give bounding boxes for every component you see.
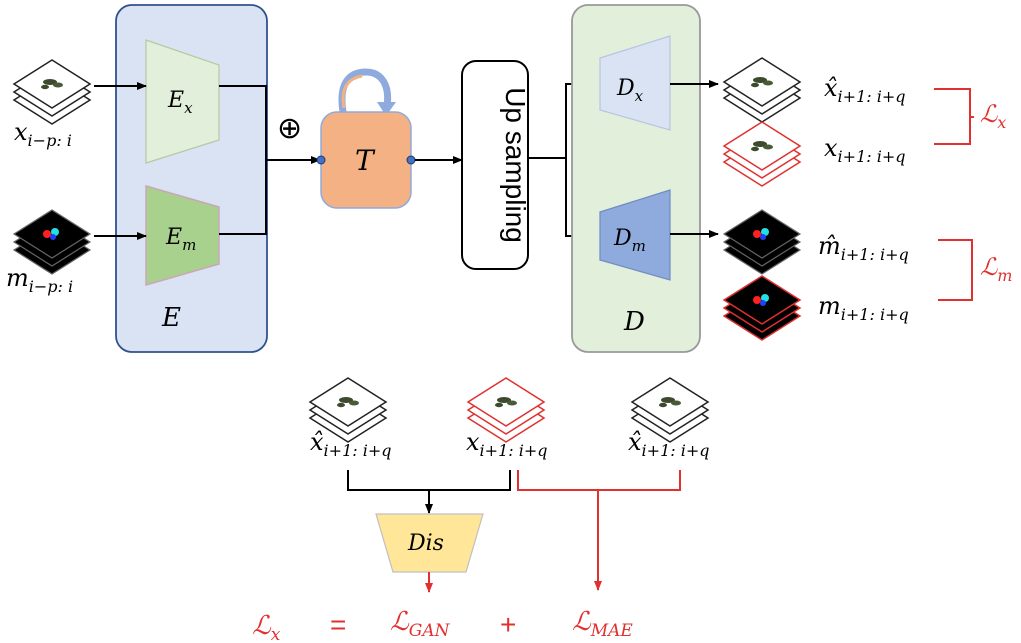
bottom-xhat1-label: x̂i+1: i+q bbox=[310, 428, 392, 460]
decoder-dx-block bbox=[599, 35, 671, 131]
output-xhat-stack bbox=[723, 57, 801, 123]
input-m-label: mi−p: i bbox=[6, 264, 73, 296]
bracket-lx bbox=[934, 88, 971, 145]
t-output-port bbox=[406, 155, 416, 165]
bracket-lm bbox=[938, 239, 973, 301]
decoder-dx-label: Dx bbox=[616, 76, 644, 105]
equation-plus: + bbox=[500, 609, 516, 640]
t-loop-accent bbox=[341, 74, 363, 109]
bottom-x-label: xi+1: i+q bbox=[466, 428, 548, 460]
decoder-dm-label: Dm bbox=[613, 226, 646, 255]
output-mhat-stack bbox=[723, 209, 801, 275]
transformer-label: T bbox=[355, 144, 376, 177]
equation-mae: ℒMAE bbox=[572, 607, 633, 641]
equation-equals: = bbox=[330, 609, 346, 640]
output-m-stack bbox=[723, 275, 801, 341]
discriminator-block bbox=[375, 513, 484, 573]
encoder-em-block bbox=[145, 185, 220, 286]
encoder-ex-block bbox=[145, 39, 220, 164]
upsampling-label: Up sampling bbox=[500, 87, 531, 243]
connector-to-mae bbox=[517, 470, 681, 491]
output-x-label: xi+1: i+q bbox=[824, 134, 906, 166]
loss-lm-label: ℒm bbox=[980, 253, 1012, 285]
output-mhat-label: m̂i+1: i+q bbox=[818, 232, 909, 264]
connector-em-out bbox=[219, 160, 267, 235]
equation-gan: ℒGAN bbox=[390, 607, 451, 641]
bottom-xhat2-label: x̂i+1: i+q bbox=[628, 428, 710, 460]
t-loop-arrowhead bbox=[377, 102, 396, 116]
decoder-dm-block bbox=[599, 189, 671, 281]
input-x-stack bbox=[13, 59, 91, 125]
output-xhat-label: x̂i+1: i+q bbox=[824, 74, 906, 106]
encoder-label: E bbox=[161, 303, 181, 333]
fusion-symbol: ⊕ bbox=[277, 112, 302, 145]
connector-ex-out bbox=[219, 85, 267, 160]
output-x-stack bbox=[723, 121, 801, 187]
discriminator-label: Dis bbox=[407, 531, 444, 556]
equation-lhs: ℒx bbox=[252, 611, 281, 643]
upsampling-block bbox=[461, 60, 529, 270]
t-input-port bbox=[316, 155, 326, 165]
connector-to-dis bbox=[347, 470, 511, 491]
encoder-em-label: Em bbox=[165, 225, 196, 254]
loss-lx-label: ℒx bbox=[980, 100, 1006, 132]
bottom-xhat2-stack bbox=[631, 377, 709, 443]
input-x-label: xi−p: i bbox=[14, 118, 72, 150]
decoder-label: D bbox=[623, 307, 645, 337]
encoder-ex-label: Ex bbox=[167, 88, 193, 117]
output-m-label: mi+1: i+q bbox=[818, 292, 909, 324]
